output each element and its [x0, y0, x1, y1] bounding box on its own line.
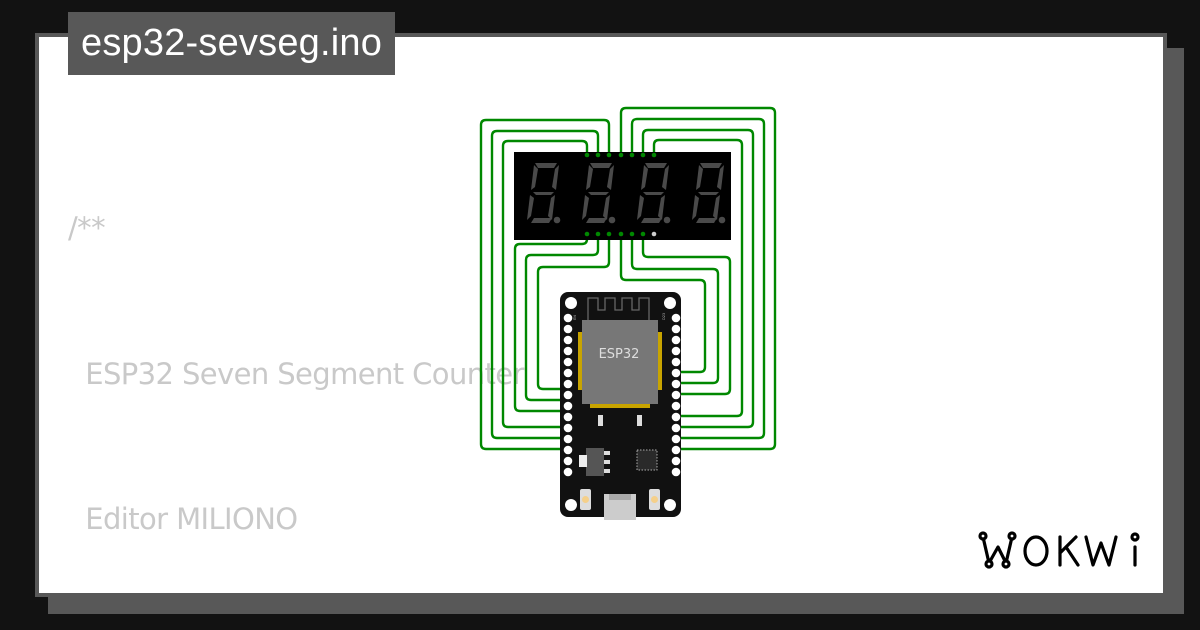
svg-text:EN: EN — [573, 315, 577, 320]
file-title: esp32-sevseg.ino — [68, 12, 396, 75]
wokwi-logo — [978, 531, 1140, 569]
wires — [479, 106, 777, 451]
pin-labels: EN D23 — [573, 313, 666, 320]
code-line: ESP32 Seven Segment Counter — [68, 356, 524, 391]
display-top-pins — [584, 152, 657, 158]
display-bottom-pins — [584, 231, 657, 237]
chip-label: ESP32 — [599, 347, 640, 362]
left-pin-headers — [563, 313, 573, 477]
seven-segment-display — [514, 152, 731, 240]
code-line: Editor MILIONO — [68, 502, 298, 536]
esp32-board: ESP32 EN D23 — [560, 292, 681, 520]
code-line: /** — [68, 211, 106, 245]
digits — [527, 163, 726, 224]
svg-text:D23: D23 — [662, 313, 666, 320]
right-pin-headers — [671, 313, 681, 477]
code-preview: /** ESP32 Seven Segment Counter Editor M… — [68, 107, 524, 593]
